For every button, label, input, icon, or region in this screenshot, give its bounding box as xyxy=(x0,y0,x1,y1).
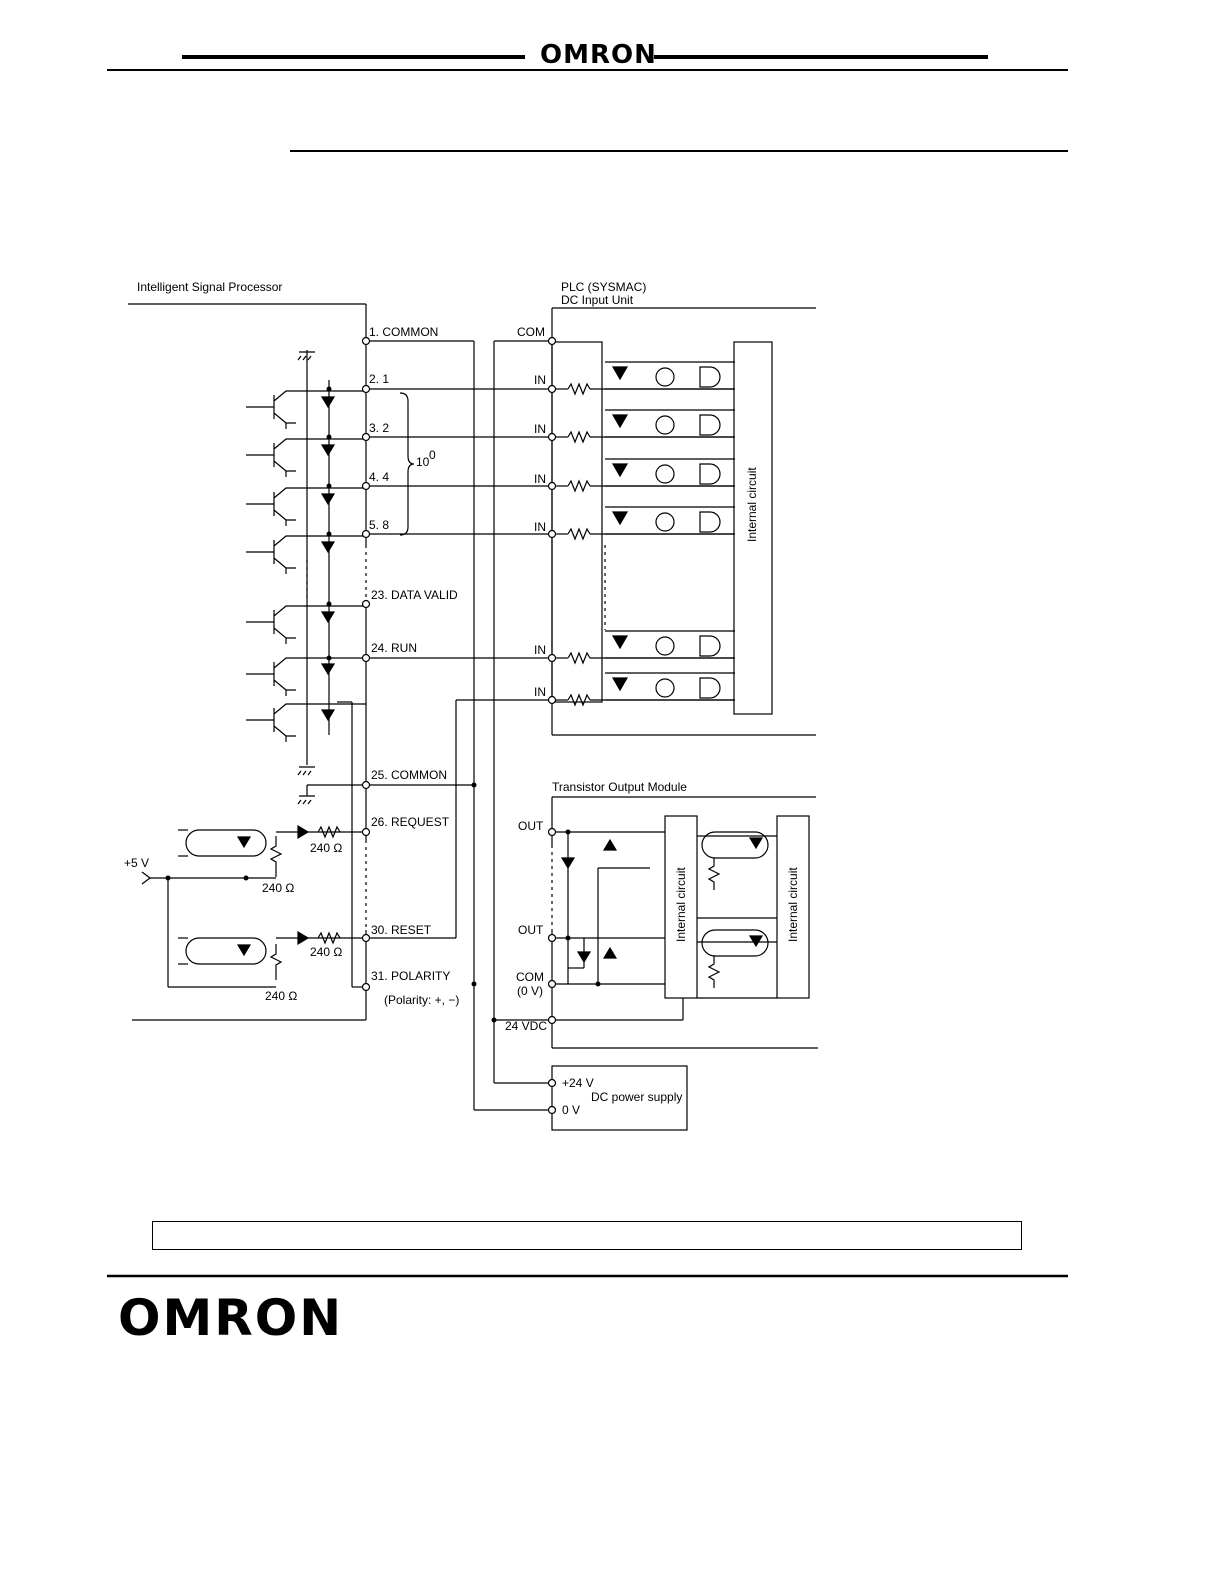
terminal-4-label: 4. 4 xyxy=(369,470,389,484)
terminal-1-label: 1. COMMON xyxy=(369,325,438,339)
omron-logo-header: OMRON xyxy=(540,40,657,70)
terminal-24-label: 24. RUN xyxy=(371,641,417,655)
header-rules xyxy=(107,55,1068,152)
in-label-5: IN xyxy=(534,643,546,657)
in-label-1: IN xyxy=(534,373,546,387)
terminal-5-label: 5. 8 xyxy=(369,518,389,532)
resistor-240-3: 240 Ω xyxy=(310,945,342,959)
vdc24-label: 24 VDC xyxy=(505,1019,547,1033)
bcd-exponent: 0 xyxy=(429,448,436,462)
terminal-26-label: 26. REQUEST xyxy=(371,815,450,829)
internal-circuit-output-2: Internal circuit xyxy=(786,867,800,942)
in-label-4: IN xyxy=(534,520,546,534)
resistor-240-2: 240 Ω xyxy=(262,881,294,895)
terminal-2-label: 2. 1 xyxy=(369,372,389,386)
plc-com-label: COM xyxy=(517,325,545,339)
in-label-3: IN xyxy=(534,472,546,486)
internal-circuit-output-1: Internal circuit xyxy=(674,867,688,942)
polarity-note: (Polarity: +, −) xyxy=(384,993,459,1007)
in-label-2: IN xyxy=(534,422,546,436)
footer-rule xyxy=(107,1274,1068,1278)
internal-circuit-input: Internal circuit xyxy=(745,467,759,542)
terminal-31-label: 31. POLARITY xyxy=(371,969,450,983)
bcd-label: 10 xyxy=(416,455,430,469)
zero-v-label: 0 V xyxy=(562,1103,580,1117)
terminal-3-label: 3. 2 xyxy=(369,421,389,435)
in-label-6: IN xyxy=(534,685,546,699)
isp-title: Intelligent Signal Processor xyxy=(137,280,282,294)
note-box xyxy=(152,1221,1022,1250)
out-label-2: OUT xyxy=(518,923,544,937)
terminal-30-label: 30. RESET xyxy=(371,923,432,937)
transistor-module-title: Transistor Output Module xyxy=(552,780,687,794)
terminal-23-label: 23. DATA VALID xyxy=(371,588,458,602)
plus5v-label: +5 V xyxy=(124,856,149,870)
plc-title: PLC (SYSMAC) xyxy=(561,280,646,294)
out-label-1: OUT xyxy=(518,819,544,833)
plus24v-label: +24 V xyxy=(562,1076,594,1090)
omron-logo-footer: OMRON xyxy=(118,1289,344,1347)
resistor-240-1: 240 Ω xyxy=(310,841,342,855)
wiring-diagram: Intelligent Signal Processor PLC (SYSMAC… xyxy=(124,280,818,1131)
terminal-25-label: 25. COMMON xyxy=(371,768,447,782)
out-com-label: COM xyxy=(516,970,544,984)
plc-subtitle: DC Input Unit xyxy=(561,293,634,307)
out-com-sub: (0 V) xyxy=(517,984,543,998)
power-supply-label: DC power supply xyxy=(591,1090,682,1104)
resistor-240-4: 240 Ω xyxy=(265,989,297,1003)
